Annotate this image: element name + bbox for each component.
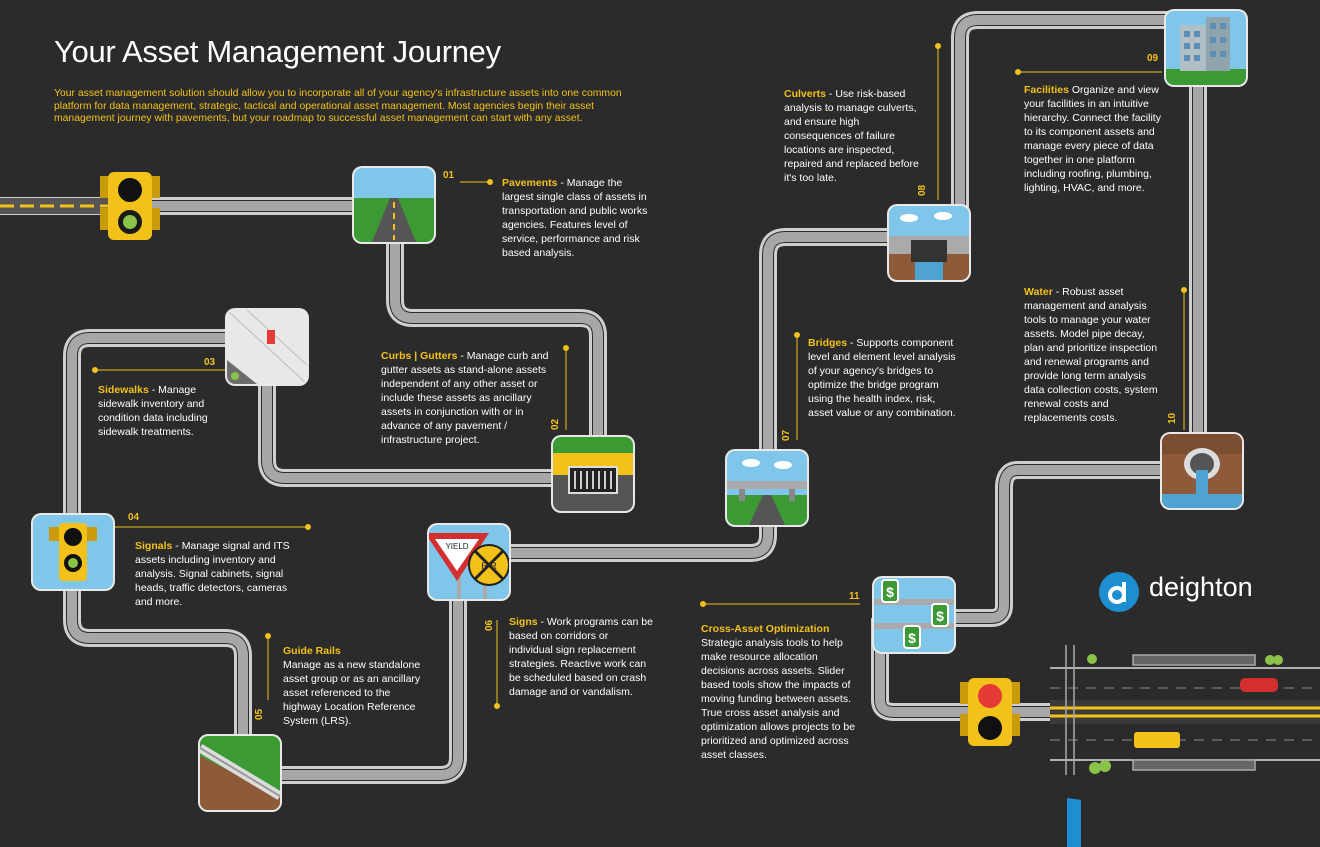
- facilities-heading: Facilities: [1024, 84, 1069, 96]
- deighton-logo-icon: [1099, 572, 1139, 612]
- culverts-description: Culverts - Use risk-based analysis to ma…: [784, 88, 919, 184]
- curbs-heading: Curbs | Gutters: [381, 350, 458, 362]
- deighton-logo: deighton: [1099, 570, 1259, 614]
- step-number-07: 07: [781, 429, 792, 441]
- step-number-02: 02: [550, 418, 561, 430]
- svg-text:$: $: [908, 630, 916, 646]
- signs-heading: Signs: [509, 616, 538, 628]
- yellow-truck-icon: [1134, 732, 1180, 748]
- signals-heading: Signals: [135, 540, 173, 552]
- bridges-heading: Bridges: [808, 337, 848, 349]
- step-number-09: 09: [1147, 53, 1159, 64]
- pavements-heading: Pavements: [502, 177, 558, 189]
- culverts-heading: Culverts: [784, 88, 827, 100]
- logo-text: deighton: [1149, 572, 1253, 602]
- step-number-01: 01: [443, 170, 455, 181]
- guide-rail-icon: [200, 736, 280, 810]
- step-number-08: 08: [917, 184, 928, 196]
- traffic-light-start-icon: [100, 172, 160, 240]
- sidewalks-description: Sidewalks - Manage sidewalk inventory an…: [98, 384, 208, 438]
- intro-text: Your asset management solution should al…: [54, 88, 622, 124]
- step-number-04: 04: [128, 512, 140, 523]
- step-number-03: 03: [204, 357, 216, 368]
- signs-icon: YIELD R R: [429, 525, 509, 599]
- pavement-icon: [354, 168, 434, 242]
- cross-asset-heading: Cross-Asset Optimization: [701, 623, 830, 635]
- svg-text:$: $: [886, 584, 894, 600]
- bridges-description: Bridges - Supports component level and e…: [808, 337, 956, 419]
- curbs-description: Curbs | Gutters - Manage curb and gutter…: [381, 350, 549, 446]
- sidewalks-heading: Sidewalks: [98, 384, 149, 396]
- traffic-light-end-icon: [960, 678, 1020, 746]
- step-number-06: 06: [484, 619, 495, 631]
- water-icon: [1162, 434, 1242, 508]
- water-heading: Water: [1024, 286, 1053, 298]
- signs-description: Signs - Work programs can be based on co…: [509, 616, 653, 698]
- page-title: Your Asset Management Journey: [54, 34, 501, 69]
- step-number-11: 11: [849, 591, 860, 602]
- signal-icon: [33, 515, 113, 589]
- highway-gantry: [1065, 645, 1256, 775]
- water-description: Water - Robust asset management and anal…: [1024, 286, 1158, 424]
- cross-asset-icon: $ $ $: [874, 578, 954, 652]
- railroad-sign-text: R R: [481, 561, 497, 571]
- guide-rails-heading: Guide Rails: [283, 645, 341, 657]
- curb-gutter-icon: [553, 437, 633, 511]
- signals-description: Signals - Manage signal and ITS assets i…: [135, 540, 290, 608]
- step-number-10: 10: [1167, 412, 1178, 424]
- facilities-icon: [1166, 11, 1246, 85]
- culvert-icon: [889, 206, 969, 280]
- pavements-description: Pavements - Manage the largest single cl…: [502, 177, 648, 259]
- bridge-icon: [727, 451, 807, 525]
- sidewalk-icon: [227, 310, 307, 384]
- svg-text:$: $: [936, 608, 944, 624]
- yield-sign-text: YIELD: [445, 542, 468, 551]
- step-number-05: 05: [254, 708, 265, 720]
- red-car-icon: [1240, 678, 1278, 692]
- facilities-description: Facilities Organize and view your facili…: [1024, 84, 1161, 194]
